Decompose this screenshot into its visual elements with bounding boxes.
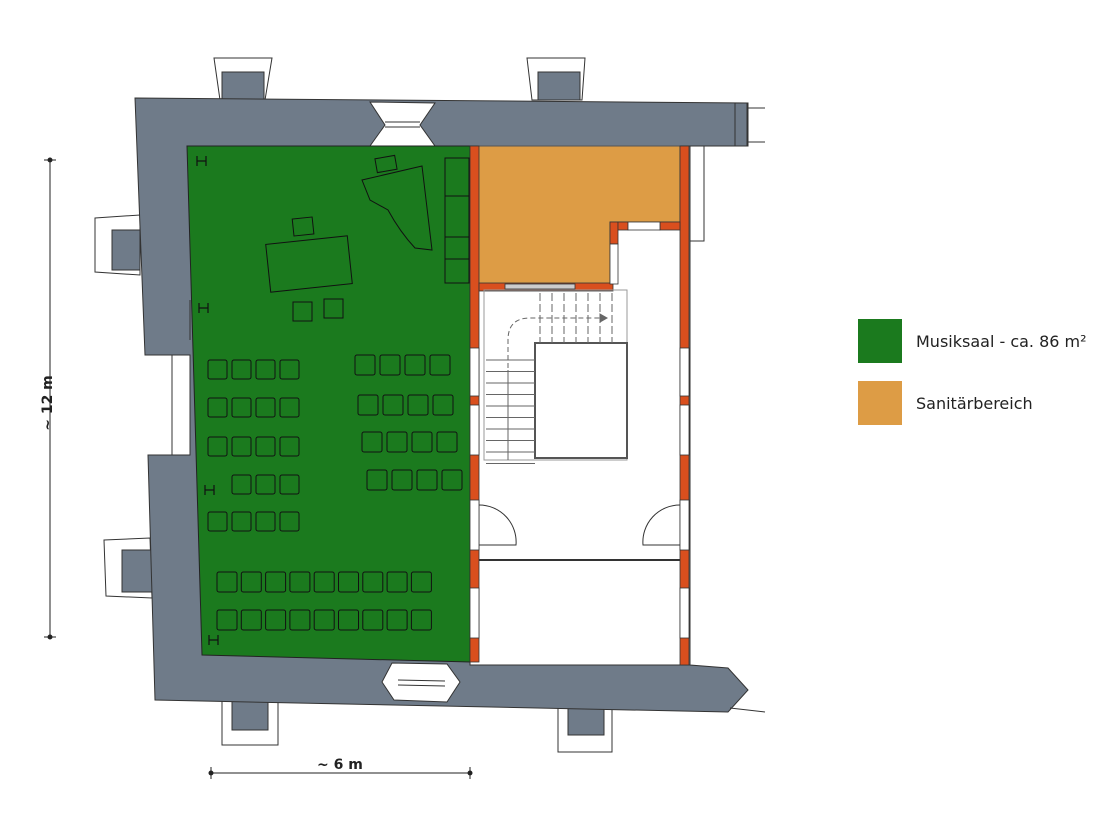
furniture — [207, 154, 470, 631]
chair — [410, 609, 432, 631]
chair — [207, 436, 228, 457]
chair — [231, 511, 252, 532]
chair — [255, 511, 276, 532]
legend-item-music-room: Musiksaal - ca. 86 m² — [858, 319, 1087, 363]
chair — [279, 397, 300, 418]
chair — [391, 469, 413, 491]
chair — [386, 571, 408, 593]
radiator-marks — [196, 156, 219, 645]
chair — [216, 571, 238, 593]
chair — [231, 359, 252, 380]
legend-swatch-music-room — [858, 319, 902, 363]
vertical-scale-bar — [44, 157, 56, 640]
chair — [338, 571, 359, 593]
chair — [436, 431, 458, 453]
chair — [279, 359, 300, 380]
chair — [429, 354, 451, 376]
chair — [255, 436, 276, 457]
piano — [361, 165, 433, 251]
chair — [265, 571, 287, 593]
chair — [240, 571, 262, 593]
chair — [289, 609, 311, 631]
chair — [416, 469, 438, 491]
chair — [382, 394, 404, 416]
legend: Musiksaal - ca. 86 m² Sanitärbereich — [858, 319, 1087, 443]
chair — [279, 474, 300, 495]
legend-item-sanitary: Sanitärbereich — [858, 381, 1087, 425]
chair — [255, 474, 276, 495]
chair — [231, 397, 252, 418]
chair — [366, 469, 388, 491]
chair — [432, 394, 454, 416]
chair — [231, 474, 252, 495]
chair — [407, 394, 429, 416]
chair — [379, 354, 401, 376]
desk — [265, 235, 353, 293]
chair — [207, 359, 228, 380]
chair — [386, 609, 408, 631]
chair — [289, 571, 311, 593]
chair — [207, 397, 228, 418]
chair — [361, 431, 383, 453]
vertical-scale-label: ~ 12 m — [39, 375, 56, 431]
chair — [338, 609, 359, 631]
chair — [255, 359, 276, 380]
chair — [255, 397, 276, 418]
chair — [313, 571, 335, 593]
legend-label: Musiksaal - ca. 86 m² — [916, 331, 1087, 351]
chair — [231, 436, 252, 457]
chair — [362, 571, 384, 593]
chair — [279, 436, 300, 457]
horizontal-scale-label: ~ 6 m — [317, 757, 363, 773]
chair — [216, 609, 238, 631]
chair — [357, 394, 379, 416]
chair — [386, 431, 408, 453]
chair — [362, 609, 384, 631]
legend-swatch-sanitary — [858, 381, 902, 425]
window-openings — [171, 101, 461, 703]
horizontal-scale-bar — [208, 767, 473, 779]
chair — [279, 511, 300, 532]
chair — [207, 511, 228, 532]
staircase — [483, 289, 628, 464]
doors — [478, 504, 681, 546]
buttresses — [94, 57, 613, 753]
chair — [265, 609, 287, 631]
chair — [354, 354, 376, 376]
chair — [313, 609, 335, 631]
chair — [410, 571, 432, 593]
legend-label: Sanitärbereich — [916, 393, 1033, 413]
chair — [441, 469, 463, 491]
chair — [404, 354, 426, 376]
chair — [240, 609, 262, 631]
chair — [411, 431, 433, 453]
